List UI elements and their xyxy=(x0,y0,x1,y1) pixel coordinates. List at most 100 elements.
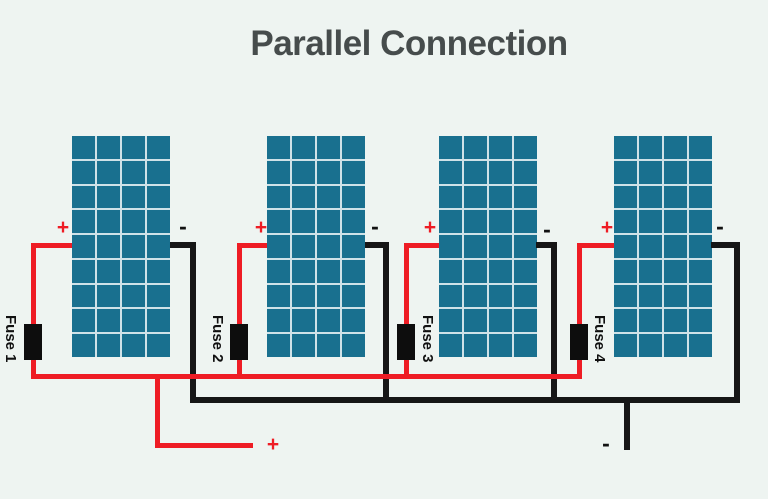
wire-positive-output-drop xyxy=(155,374,160,448)
panel-cell xyxy=(664,160,687,184)
panel-cell xyxy=(292,210,315,234)
wire-panel2-negative-stub xyxy=(365,242,389,248)
panel-cell xyxy=(639,210,662,234)
panel-cell xyxy=(147,309,170,333)
panel-cell xyxy=(122,235,145,258)
panel-cell xyxy=(639,160,662,184)
fuse-1-body xyxy=(24,324,42,360)
panel-cell xyxy=(97,284,120,308)
panel2-negative-terminal-label: - xyxy=(371,213,379,239)
panel-cell xyxy=(317,185,340,209)
panel-cell xyxy=(292,136,315,159)
panel-cell xyxy=(689,136,712,159)
panel-cell xyxy=(464,160,487,184)
panel-cell xyxy=(664,259,687,283)
panel-cell xyxy=(147,185,170,209)
panel-cell xyxy=(317,235,340,258)
panel-cell xyxy=(664,235,687,258)
panel-cell xyxy=(292,259,315,283)
panel-cell xyxy=(342,185,365,209)
panel-cell xyxy=(72,259,95,283)
panel-cell xyxy=(639,259,662,283)
panel-cell xyxy=(514,334,537,357)
panel-cell xyxy=(514,210,537,234)
panel-cell xyxy=(489,284,512,308)
panel4-negative-terminal-label: - xyxy=(716,213,724,239)
panel-cell xyxy=(342,160,365,184)
panel-cell xyxy=(489,136,512,159)
panel-cell xyxy=(614,284,637,308)
panel-cell xyxy=(267,284,290,308)
panel-cell xyxy=(464,284,487,308)
panel-cell xyxy=(292,235,315,258)
wire-panel4-negative-drop xyxy=(734,242,740,403)
wire-panel1-negative-drop xyxy=(190,242,196,403)
wire-negative-bus xyxy=(190,397,740,403)
fuse-3-body xyxy=(397,324,415,360)
panel-cell xyxy=(97,185,120,209)
panel-cell xyxy=(122,185,145,209)
wire-panel1-positive-drop xyxy=(31,243,36,379)
output-negative-label: - xyxy=(602,430,610,456)
panel-cell xyxy=(614,235,637,258)
panel-cell xyxy=(122,309,145,333)
panel-cell xyxy=(317,284,340,308)
panel-cell xyxy=(464,210,487,234)
panel-cell xyxy=(689,309,712,333)
panel-cell xyxy=(439,210,462,234)
wire-panel2-positive-stub xyxy=(237,243,267,248)
panel-cell xyxy=(292,185,315,209)
wire-panel3-negative-stub xyxy=(536,242,557,248)
panel-cell xyxy=(664,210,687,234)
panel-cell xyxy=(317,334,340,357)
fuse-2-body xyxy=(230,324,248,360)
panel-cell xyxy=(439,235,462,258)
panel-cell xyxy=(122,136,145,159)
wire-panel1-negative-stub xyxy=(170,242,196,248)
panel-cell xyxy=(97,259,120,283)
wire-panel1-positive-stub xyxy=(31,243,72,248)
panel-cell xyxy=(267,309,290,333)
solar-panel-4 xyxy=(614,136,712,357)
panel-cell xyxy=(464,235,487,258)
panel-cell xyxy=(97,210,120,234)
panel-cell xyxy=(267,235,290,258)
panel-cell xyxy=(122,284,145,308)
panel-cell xyxy=(489,235,512,258)
panel-cell xyxy=(489,334,512,357)
wire-panel3-positive-stub xyxy=(404,243,439,248)
panel-cell xyxy=(342,235,365,258)
panel-cell xyxy=(342,284,365,308)
panel-cell xyxy=(72,136,95,159)
panel-cell xyxy=(439,160,462,184)
panel-cell xyxy=(614,160,637,184)
wire-panel4-negative-stub xyxy=(711,242,740,248)
panel-cell xyxy=(514,259,537,283)
panel-cell xyxy=(439,284,462,308)
panel-cell xyxy=(122,334,145,357)
fuse-1-label: Fuse 1 xyxy=(2,315,19,363)
panel-cell xyxy=(689,284,712,308)
panel-cell xyxy=(464,334,487,357)
panel-cell xyxy=(97,160,120,184)
panel-cell xyxy=(639,185,662,209)
panel-cell xyxy=(439,136,462,159)
panel-cell xyxy=(664,309,687,333)
panel-cell xyxy=(614,136,637,159)
panel-cell xyxy=(292,284,315,308)
panel-cell xyxy=(489,309,512,333)
wire-panel2-negative-drop xyxy=(383,242,389,403)
panel-cell xyxy=(267,334,290,357)
panel4-positive-terminal-label: + xyxy=(600,216,614,239)
panel-cell xyxy=(72,210,95,234)
panel3-positive-terminal-label: + xyxy=(423,216,437,239)
panel-cell xyxy=(639,136,662,159)
panel-cell xyxy=(664,334,687,357)
fuse-2-label: Fuse 2 xyxy=(209,315,226,363)
panel3-negative-terminal-label: - xyxy=(543,216,551,242)
panel-cell xyxy=(147,284,170,308)
panel-cell xyxy=(464,259,487,283)
panel-cell xyxy=(147,259,170,283)
panel-cell xyxy=(122,160,145,184)
panel-cell xyxy=(689,210,712,234)
